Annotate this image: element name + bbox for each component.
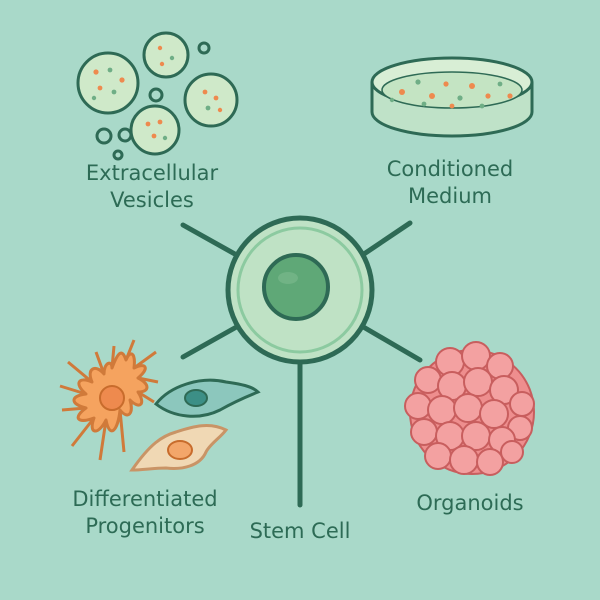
label-line: Extracellular — [85, 161, 219, 185]
label-line: Medium — [408, 184, 492, 208]
label-line: Progenitors — [85, 514, 205, 538]
connector-lines — [180, 220, 423, 508]
label-line: Differentiated — [72, 487, 218, 511]
connector-organoids — [357, 322, 423, 363]
petri-dish-icon — [370, 56, 534, 138]
connector-extracellular-vesicles — [180, 222, 245, 261]
label-line: Conditioned — [386, 157, 514, 181]
label-conditioned-medium: Conditioned Medium — [360, 156, 540, 210]
label-organoids: Organoids — [390, 490, 550, 517]
branched-progenitor-cell — [59, 339, 159, 461]
organoid-icon — [404, 341, 535, 476]
connector-differentiated-progenitors — [180, 322, 243, 360]
label-extracellular-vesicles: Extracellular Vesicles — [62, 160, 242, 214]
vesicles-icon — [76, 31, 239, 161]
spindle-progenitor-cell — [153, 378, 261, 418]
label-line: Organoids — [416, 491, 524, 515]
label-line: Vesicles — [110, 188, 194, 212]
stem-cell-icon — [225, 215, 375, 365]
label-stem-cell: Stem Cell — [220, 518, 380, 545]
label-differentiated-progenitors: Differentiated Progenitors — [40, 486, 250, 540]
progenitor-cells-icon — [59, 339, 261, 472]
fibroblast-progenitor-cell — [129, 424, 229, 472]
connector-conditioned-medium — [355, 220, 413, 261]
label-line: Stem Cell — [249, 519, 351, 543]
